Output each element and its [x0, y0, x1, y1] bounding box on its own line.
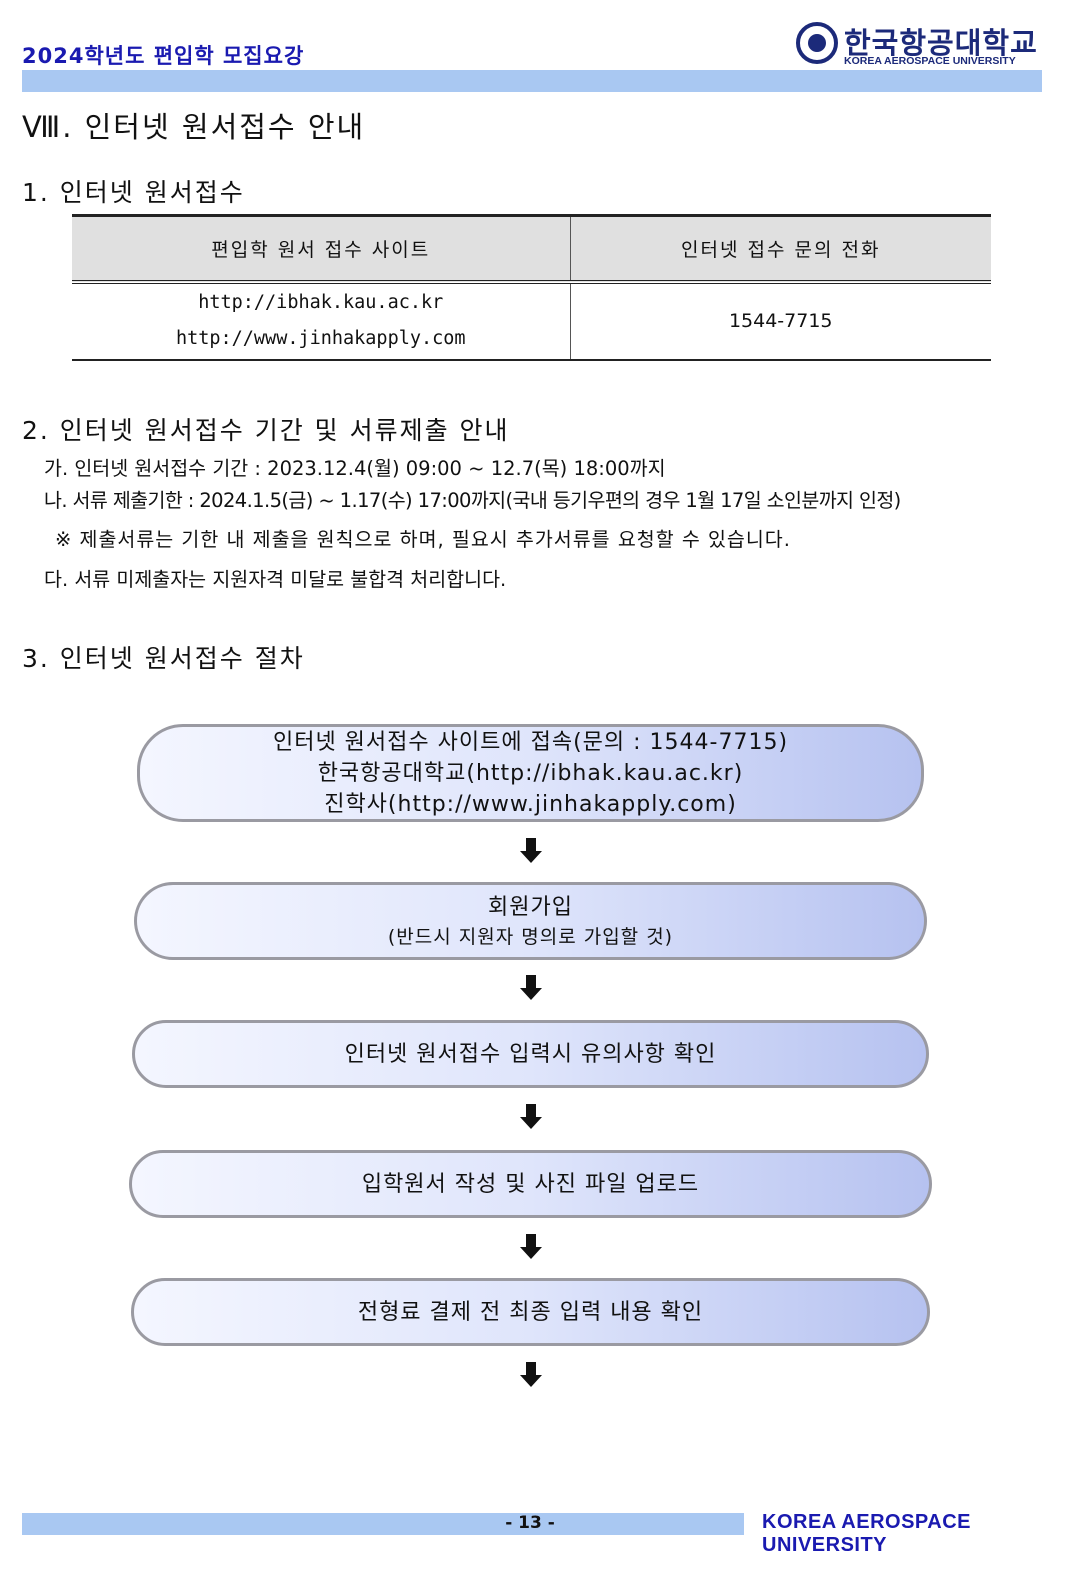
arrow-down-icon: [520, 1104, 542, 1130]
section-title: Ⅷ. 인터넷 원서접수 안내: [22, 110, 366, 144]
footer-bar: [22, 1513, 744, 1535]
table-header-site: 편입학 원서 접수 사이트: [72, 214, 571, 284]
step-text: 진학사(http://www.jinhakapply.com): [324, 791, 737, 817]
arrow-down-icon: [520, 1234, 542, 1260]
step-text: 전형료 결제 전 최종 입력 내용 확인: [357, 1299, 704, 1325]
logo-korean-name: 한국항공대학교: [844, 26, 1038, 60]
flow-step-notice-check: 인터넷 원서접수 입력시 유의사항 확인: [132, 1020, 929, 1088]
university-logo: 한국항공대학교 KOREA AEROSPACE UNIVERSITY: [796, 20, 1042, 70]
header-bar: [22, 70, 1042, 92]
logo-english-name: KOREA AEROSPACE UNIVERSITY: [844, 55, 1016, 67]
step-text: 인터넷 원서접수 입력시 유의사항 확인: [344, 1041, 717, 1067]
flow-step-final-review: 전형료 결제 전 최종 입력 내용 확인: [131, 1278, 930, 1346]
info-line-ga: 가. 인터넷 원서접수 기간 : 2023.12.4(월) 09:00 ~ 12…: [44, 457, 666, 480]
arrow-down-icon: [520, 838, 542, 864]
footer-university: KOREA AEROSPACE UNIVERSITY: [762, 1511, 972, 1556]
arrow-down-icon: [520, 1362, 542, 1388]
flow-step-site-access: 인터넷 원서접수 사이트에 접속(문의 : 1544-7715) 한국항공대학교…: [137, 724, 924, 822]
application-site-table: 편입학 원서 접수 사이트 인터넷 접수 문의 전화 http://ibhak.…: [72, 214, 991, 361]
page-number: - 13 -: [505, 1513, 555, 1533]
heading-period-documents: 2. 인터넷 원서접수 기간 및 서류제출 안내: [22, 416, 510, 445]
site-link-kau[interactable]: http://ibhak.kau.ac.kr: [198, 292, 444, 313]
site-link-jinhak[interactable]: http://www.jinhakapply.com: [175, 328, 466, 349]
heading-procedure: 3. 인터넷 원서접수 절차: [22, 644, 305, 673]
heading-internet-application: 1. 인터넷 원서접수: [22, 178, 245, 207]
table-cell-phone: 1544-7715: [570, 281, 991, 361]
step-text: 입학원서 작성 및 사진 파일 업로드: [361, 1171, 700, 1197]
table-header-phone: 인터넷 접수 문의 전화: [570, 214, 991, 284]
table-cell-sites: http://ibhak.kau.ac.kr http://www.jinhak…: [72, 281, 571, 361]
step-text: 회원가입: [488, 894, 573, 920]
flow-step-signup: 회원가입 (반드시 지원자 명의로 가입할 것): [134, 882, 927, 960]
info-note: ※ 제출서류는 기한 내 제출을 원칙으로 하며, 필요시 추가서류를 요청할 …: [55, 528, 791, 551]
step-text: 인터넷 원서접수 사이트에 접속(문의 : 1544-7715): [272, 729, 789, 755]
header-title: 2024학년도 편입학 모집요강: [22, 44, 305, 68]
info-line-da: 다. 서류 미제출자는 지원자격 미달로 불합격 처리합니다.: [44, 568, 507, 591]
arrow-down-icon: [520, 975, 542, 1001]
flow-step-form-upload: 입학원서 작성 및 사진 파일 업로드: [129, 1150, 932, 1218]
info-line-na: 나. 서류 제출기한 : 2024.1.5(금) ~ 1.17(수) 17:00…: [44, 489, 901, 512]
step-subtext: (반드시 지원자 명의로 가입할 것): [387, 925, 674, 948]
step-text: 한국항공대학교(http://ibhak.kau.ac.kr): [317, 760, 744, 786]
university-seal-icon: [796, 22, 838, 64]
